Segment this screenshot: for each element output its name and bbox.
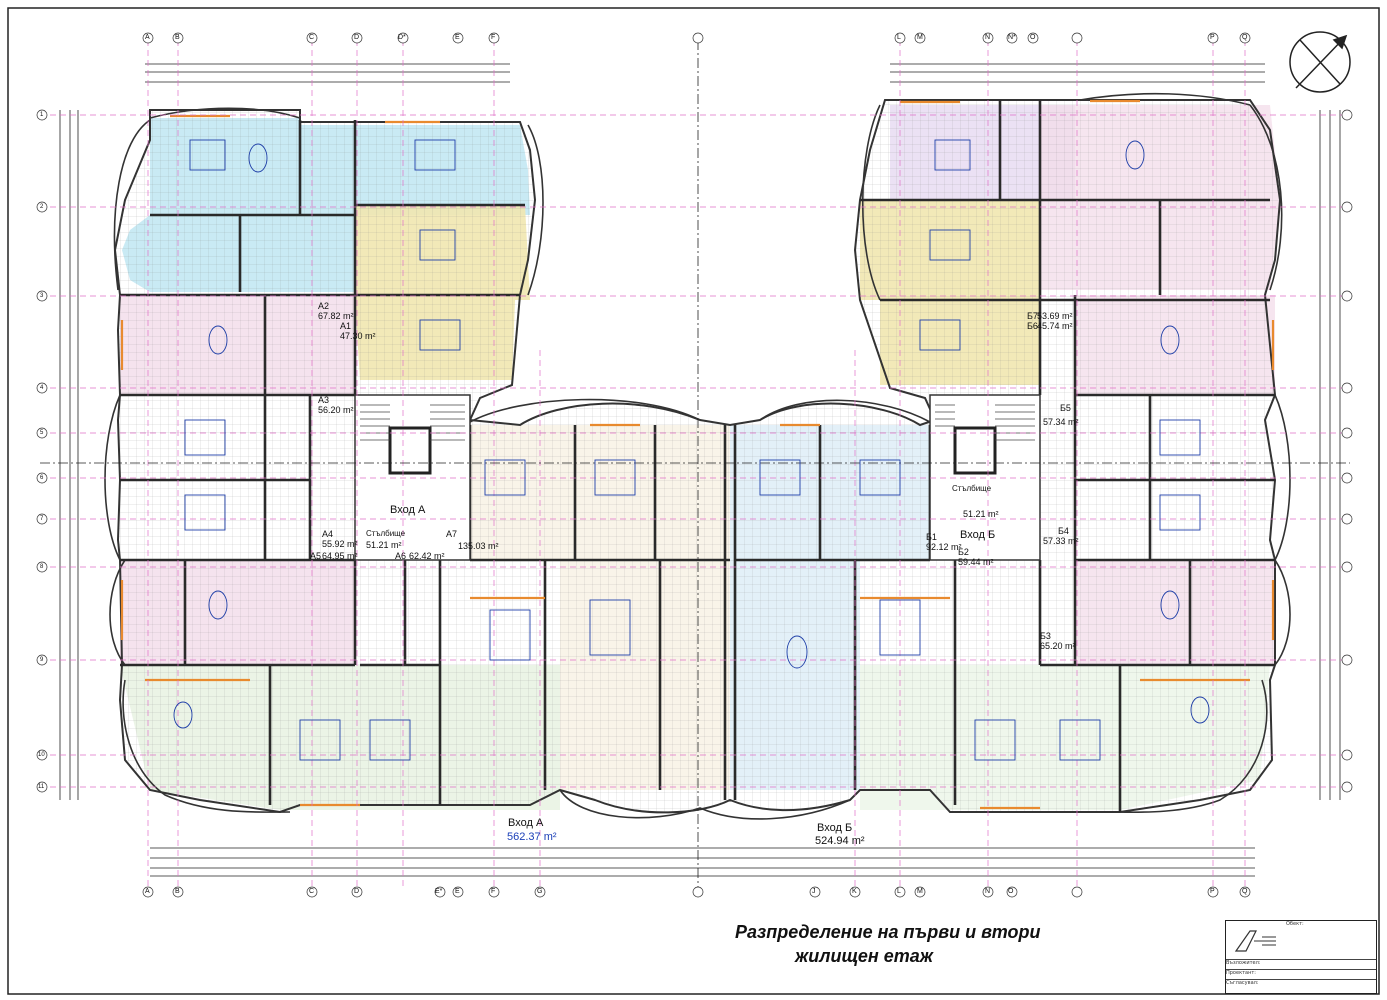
axis-label: Q — [1242, 34, 1248, 41]
title-block-row: Проектант: — [1226, 969, 1376, 976]
balcony-curves — [104, 92, 1291, 820]
axis-label: C — [309, 34, 315, 41]
stair-area-a: 51.21 m² — [366, 540, 402, 550]
entrance-a-upper: Вход А — [390, 504, 426, 516]
apt-b4-area: 57.33 m² — [1043, 536, 1079, 546]
apt-a2-area: 67.82 m² — [318, 311, 354, 321]
apt-a2-name: А2 — [318, 301, 330, 311]
stair-label-a: Стълбище — [366, 529, 406, 538]
axis-label: O — [1030, 34, 1036, 41]
row-label: 9 — [40, 657, 44, 663]
row-label: 3 — [40, 293, 44, 299]
apt-b2-name: Б2 — [958, 547, 969, 557]
axis-label: L — [897, 34, 901, 41]
row-label: 1 — [40, 112, 44, 118]
apt-a6-area: 62.42 m² — [409, 551, 445, 561]
axis-label: E — [455, 888, 460, 895]
apt-a3-area: 56.20 m² — [318, 405, 354, 415]
axis-label: N — [985, 888, 991, 895]
sheet-border — [7, 7, 1380, 995]
axis-label: N* — [1008, 34, 1016, 41]
drawing-title-line2: жилищен етаж — [795, 946, 933, 966]
grid-bubbles — [36, 32, 1353, 898]
axis-label: L — [897, 888, 901, 895]
apt-a4-name: А4 — [322, 529, 334, 539]
axis-label: M — [917, 34, 923, 41]
drawing-title-line1: Разпределение на първи и втори — [735, 922, 1041, 942]
axis-label: Q — [1242, 888, 1248, 895]
axis-label: D — [354, 34, 360, 41]
entrance-b-total: 524.94 m² — [815, 835, 865, 847]
axis-label: C — [309, 888, 315, 895]
apt-b6-name: Б6 — [1027, 321, 1038, 331]
axis-label: P — [1210, 34, 1215, 41]
title-block-client: Обект: — [1286, 921, 1304, 927]
axis-label: B — [175, 888, 180, 895]
furniture — [173, 139, 1210, 761]
apt-b6-area: 45.74 m² — [1037, 321, 1073, 331]
company-logo-icon — [1234, 930, 1276, 952]
apt-b7-area: 53.69 m² — [1037, 311, 1073, 321]
apt-a7-name: А7 — [446, 529, 458, 539]
apt-a5-name: А5 — [310, 551, 322, 561]
entrance-b-upper: Вход Б — [960, 529, 996, 541]
axis-label: B — [175, 34, 180, 41]
axis-label: F — [491, 34, 496, 41]
row-label: 8 — [40, 564, 44, 570]
row-label: 5 — [40, 430, 44, 436]
axis-label: K — [852, 888, 857, 895]
apt-b4-name: Б4 — [1058, 526, 1069, 536]
row-label: 7 — [40, 516, 44, 522]
axis-label: O — [1008, 888, 1014, 895]
apt-b3-area: 65.20 m² — [1040, 641, 1076, 651]
row-label: 4 — [40, 385, 44, 391]
apt-b1-name: Б1 — [926, 532, 937, 542]
row-label: 6 — [40, 475, 44, 481]
apt-a7-area: 135.03 m² — [458, 541, 499, 551]
axis-label: M — [917, 888, 923, 895]
axis-label: D — [354, 888, 360, 895]
apt-a1-area: 47.30 m² — [340, 331, 376, 341]
axis-label: E* — [435, 888, 443, 895]
apt-b2-area: 59.44 m² — [958, 557, 994, 567]
apt-b3-name: Б3 — [1040, 631, 1051, 641]
axis-label: J — [812, 888, 816, 895]
axis-label: E — [455, 34, 460, 41]
axis-label: F — [491, 888, 496, 895]
title-block-row: Възложител: — [1226, 959, 1376, 966]
apt-a5-area: 64.95 m² — [322, 551, 358, 561]
apt-b7-name: Б7 — [1027, 311, 1038, 321]
row-label: 2 — [40, 204, 44, 210]
apt-b1-area: 92.12 m² — [926, 542, 962, 552]
axis-label: D* — [398, 34, 406, 41]
title-block-row: Съгласувал: — [1226, 979, 1376, 986]
axis-label: A — [145, 888, 150, 895]
title-block: Възложител: Обект: Проектант: Съгласувал… — [1225, 920, 1377, 994]
entrance-a-lower: Вход А — [508, 817, 544, 829]
apt-a4-area: 55.92 m² — [322, 539, 358, 549]
row-label: 11 — [38, 784, 45, 790]
stair-label-b: Стълбище — [952, 484, 992, 493]
apt-b5-area: 57.34 m² — [1043, 417, 1079, 427]
dimension-lines — [59, 63, 1341, 877]
axis-grid-lines — [40, 40, 1350, 890]
axis-label: P — [1210, 888, 1215, 895]
stair-cores — [354, 394, 1041, 561]
center-axis — [40, 40, 1350, 890]
apt-a6-name: А6 — [395, 551, 407, 561]
apt-b5-name: Б5 — [1060, 403, 1071, 413]
row-label: 10 — [38, 752, 45, 758]
apt-a3-name: А3 — [318, 395, 330, 405]
window-openings — [120, 99, 1275, 810]
entrance-a-total: 562.37 m² — [507, 831, 557, 843]
apt-a1-name: А1 — [340, 321, 352, 331]
stair-area-b: 51.21 m² — [963, 509, 999, 519]
axis-label: G — [537, 888, 543, 895]
north-arrow-icon — [1289, 31, 1351, 93]
entrance-b-lower: Вход Б — [817, 822, 853, 834]
axis-label: A — [145, 34, 150, 41]
axis-label: N — [985, 34, 991, 41]
